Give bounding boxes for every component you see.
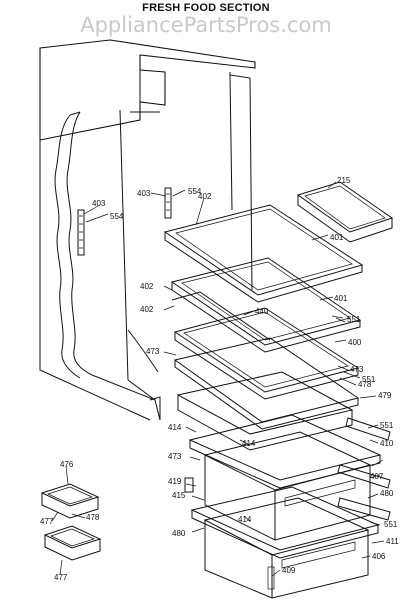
part-labels: 403 554 403 554 402 215 401 402 402 401 … <box>40 176 399 582</box>
part-label: 473 <box>168 452 182 461</box>
part-label: 480 <box>380 489 394 498</box>
part-label: 478 <box>358 380 372 389</box>
part-label: 401 <box>330 233 344 242</box>
meat-pan <box>176 371 354 451</box>
part-label: 551 <box>347 315 361 324</box>
part-label: 410 <box>380 439 394 448</box>
part-label: 554 <box>188 187 202 196</box>
part-label: 551 <box>362 375 376 384</box>
crisper-drawer-lower <box>203 497 370 599</box>
part-label: 551 <box>384 520 398 529</box>
part-label: 419 <box>168 477 182 486</box>
part-label: 477 <box>54 573 68 582</box>
diagram-title: FRESH FOOD SECTION <box>142 2 270 14</box>
crisper-cover-lower <box>190 486 380 559</box>
shelf-473-lower <box>173 337 360 430</box>
watermark: AppliancePartsPros.com <box>80 13 332 37</box>
part-label: 409 <box>282 566 296 575</box>
shelf-support-left <box>77 209 85 256</box>
part-label: 477 <box>40 517 54 526</box>
part-label: 473 <box>350 365 364 374</box>
part-label: 215 <box>337 176 351 185</box>
part-label: 407 <box>370 472 384 481</box>
part-label: 479 <box>378 391 392 400</box>
crisper-cover-upper <box>188 414 382 489</box>
shelf-401-middle <box>170 257 362 353</box>
part-label: 402 <box>140 305 154 314</box>
dairy-pan-upper <box>40 483 100 519</box>
part-label: 440 <box>255 307 269 316</box>
part-label: 415 <box>172 491 186 500</box>
shelf-support-right <box>164 187 172 219</box>
crisper-drawer-upper <box>203 431 372 541</box>
shelf-400 <box>173 307 360 400</box>
cabinet-liner <box>39 39 256 421</box>
part-label: 406 <box>372 552 386 561</box>
part-label: 473 <box>146 347 160 356</box>
part-label: 402 <box>198 192 212 201</box>
part-label: 414 <box>168 423 182 432</box>
part-label: 401 <box>334 294 348 303</box>
part-label: 480 <box>172 529 186 538</box>
small-part-419 <box>184 477 194 493</box>
drawer-rail-lower <box>337 497 391 521</box>
part-label: 551 <box>380 421 394 430</box>
door-bin-215 <box>296 181 394 243</box>
drawer-rail-upper <box>337 417 391 489</box>
part-label: 554 <box>110 212 124 221</box>
part-label: 402 <box>140 282 154 291</box>
part-label: 414 <box>238 515 252 524</box>
dairy-pan-lower <box>43 525 102 561</box>
part-label: 403 <box>92 199 106 208</box>
part-label: 403 <box>137 189 151 198</box>
part-label: 476 <box>60 460 74 469</box>
part-label: 411 <box>386 537 399 546</box>
leader-lines <box>51 181 385 577</box>
part-label: 400 <box>348 338 362 347</box>
part-label: 478 <box>86 513 100 522</box>
part-label: 414 <box>242 439 256 448</box>
